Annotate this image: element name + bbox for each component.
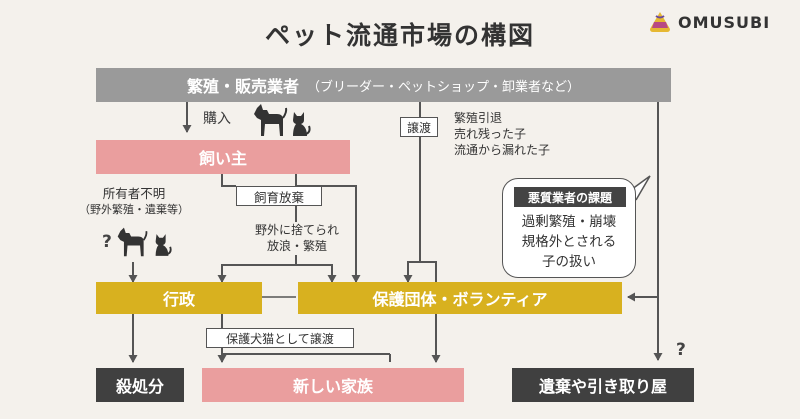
page-title: ペット流通市場の構図: [264, 21, 535, 50]
transfer-reasons: 繁殖引退 売れ残った子 流通から漏れた子: [454, 110, 550, 158]
owner-box: 飼い主: [96, 140, 350, 174]
issues-title: 悪質業者の課題: [514, 187, 626, 207]
transfer-reason: 繁殖引退: [454, 111, 503, 125]
sellers-bar: 繁殖・販売業者 （ブリーダー・ペットショップ・卸業者など）: [96, 68, 671, 102]
abandon-split: [217, 255, 297, 283]
brand-logo: OMUSUBI: [648, 10, 770, 34]
transfer-to-family-line: [420, 261, 441, 363]
sellers-main-label: 繁殖・販売業者: [186, 77, 299, 96]
purchase-label: 購入: [203, 111, 231, 127]
abandon-line: 野外に捨てられ: [254, 223, 339, 237]
issue-line: 子の扱い: [542, 254, 596, 270]
new-family-box: 新しい家族: [202, 368, 464, 402]
transfer-line: [403, 102, 421, 283]
abandon-label: 飼育放棄: [236, 186, 322, 206]
abandon-split-right: [296, 264, 337, 283]
question-mark-left: ?: [102, 232, 112, 252]
abandon-line: 放浪・繁殖: [266, 239, 327, 253]
abandon-description: 野外に捨てられ 放浪・繁殖: [232, 222, 362, 254]
dump-box: 遺棄や引き取り屋: [512, 368, 694, 402]
transfer-label: 譲渡: [400, 117, 438, 137]
abandon-line: [295, 174, 361, 283]
dog-icon: [117, 227, 148, 257]
sellers-sub-label: （ブリーダー・ペットショップ・卸業者など）: [307, 79, 581, 95]
admin-box: 行政: [96, 282, 262, 314]
issues-body: 過剰繁殖・崩壊 規格外とされる 子の扱い: [504, 212, 634, 272]
unknown-owner-line2: （野外繁殖・遺棄等）: [79, 203, 189, 216]
org-box: 保護団体・ボランティア: [298, 282, 622, 314]
unknown-owner-line1: 所有者不明: [102, 186, 166, 201]
question-mark-right: ?: [676, 340, 686, 360]
issue-line: 規格外とされる: [521, 234, 617, 250]
kill-box: 殺処分: [96, 368, 184, 402]
cat-icon: [155, 234, 172, 256]
dog-icon: [254, 104, 288, 136]
cat-icon: [293, 112, 311, 136]
issue-line: 過剰繁殖・崩壊: [521, 214, 617, 230]
unknown-owner-text: 所有者不明 （野外繁殖・遺棄等）: [72, 186, 196, 218]
rice-ball-logo-icon: [650, 12, 670, 32]
adopt-label: 保護犬猫として譲渡: [206, 328, 354, 348]
logo-text: OMUSUBI: [678, 12, 771, 32]
transfer-reason: 流通から漏れた子: [454, 143, 551, 157]
transfer-reason: 売れ残った子: [454, 127, 527, 141]
owner-down: [221, 174, 236, 187]
